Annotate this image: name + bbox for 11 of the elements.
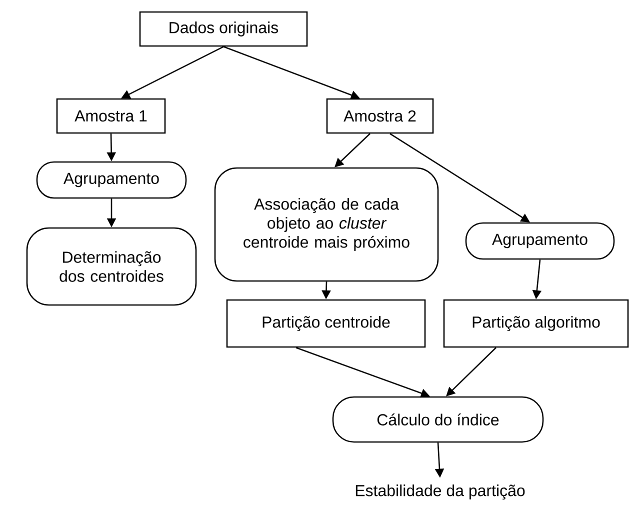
process-box: Amostra 2 [326,98,434,134]
result-text: Estabilidade da partição [356,484,525,500]
rounded-box: Cálculo do índice [332,396,544,443]
rounded-box: Determinação dos centroides [26,227,197,306]
rounded-box: Agrupamento [36,161,187,199]
process-box: Dados originais [139,11,308,47]
process-box: Partição algoritmo [443,299,629,348]
process-box: Amostra 1 [56,98,166,134]
process-box: Partição centroide [226,299,426,348]
rounded-box: Associação de cada objeto ao cluster centroide mais próximo [214,167,439,282]
rounded-box: Agrupamento [465,222,615,260]
